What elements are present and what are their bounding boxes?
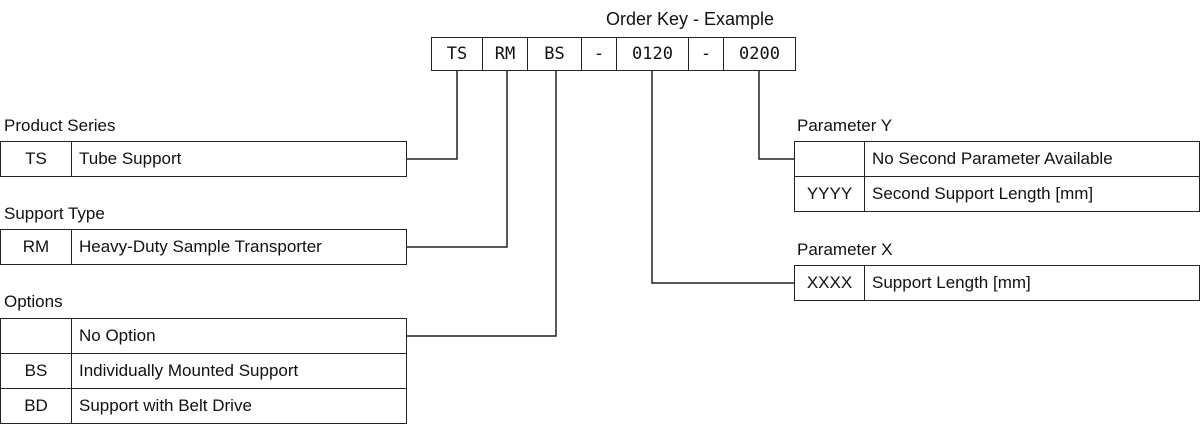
option-code: YYYY (795, 177, 865, 211)
table-parameter-y: No Second Parameter Available YYYY Secon… (794, 141, 1200, 212)
option-code: TS (1, 142, 72, 176)
connector-option (406, 71, 557, 337)
label-parameter-y: Parameter Y (797, 116, 893, 135)
label-parameter-x: Parameter X (797, 240, 893, 259)
table-row: TS Tube Support (1, 142, 407, 177)
option-code: RM (1, 230, 72, 264)
label-support-type: Support Type (4, 204, 105, 223)
table-row: No Second Parameter Available (795, 142, 1200, 177)
table-support-type: RM Heavy-Duty Sample Transporter (0, 229, 407, 265)
option-description: Second Support Length [mm] (865, 177, 1200, 211)
key-cell-option: BS (527, 37, 582, 71)
connector-parameter-y (758, 71, 795, 160)
option-description: Individually Mounted Support (72, 354, 407, 388)
order-key-title: Order Key - Example (605, 9, 775, 29)
option-code (1, 319, 72, 353)
option-code: BS (1, 354, 72, 388)
connector-parameter-x (651, 71, 795, 284)
table-row: YYYY Second Support Length [mm] (795, 177, 1200, 212)
option-code: BD (1, 389, 72, 423)
table-row: RM Heavy-Duty Sample Transporter (1, 230, 407, 265)
table-row: BD Support with Belt Drive (1, 389, 407, 424)
option-description: Tube Support (72, 142, 407, 176)
key-cell-parameter-x: 0120 (616, 37, 689, 71)
label-product-series: Product Series (4, 116, 116, 135)
option-description: Support Length [mm] (865, 266, 1200, 300)
key-cell-parameter-y: 0200 (723, 37, 796, 71)
option-description: Heavy-Duty Sample Transporter (72, 230, 407, 264)
table-row: XXXX Support Length [mm] (795, 266, 1200, 301)
option-code: XXXX (795, 266, 865, 300)
table-parameter-x: XXXX Support Length [mm] (794, 265, 1200, 301)
table-product-series: TS Tube Support (0, 141, 407, 177)
label-options: Options (4, 292, 63, 311)
option-code (795, 142, 865, 176)
connector-type (406, 71, 508, 248)
table-row: BS Individually Mounted Support (1, 354, 407, 389)
option-description: No Second Parameter Available (865, 142, 1200, 176)
table-row: No Option (1, 319, 407, 354)
key-cell-separator-2: - (688, 37, 724, 71)
option-description: No Option (72, 319, 407, 353)
option-description: Support with Belt Drive (72, 389, 407, 423)
table-options: No Option BS Individually Mounted Suppor… (0, 318, 407, 424)
connector-series (406, 71, 458, 160)
